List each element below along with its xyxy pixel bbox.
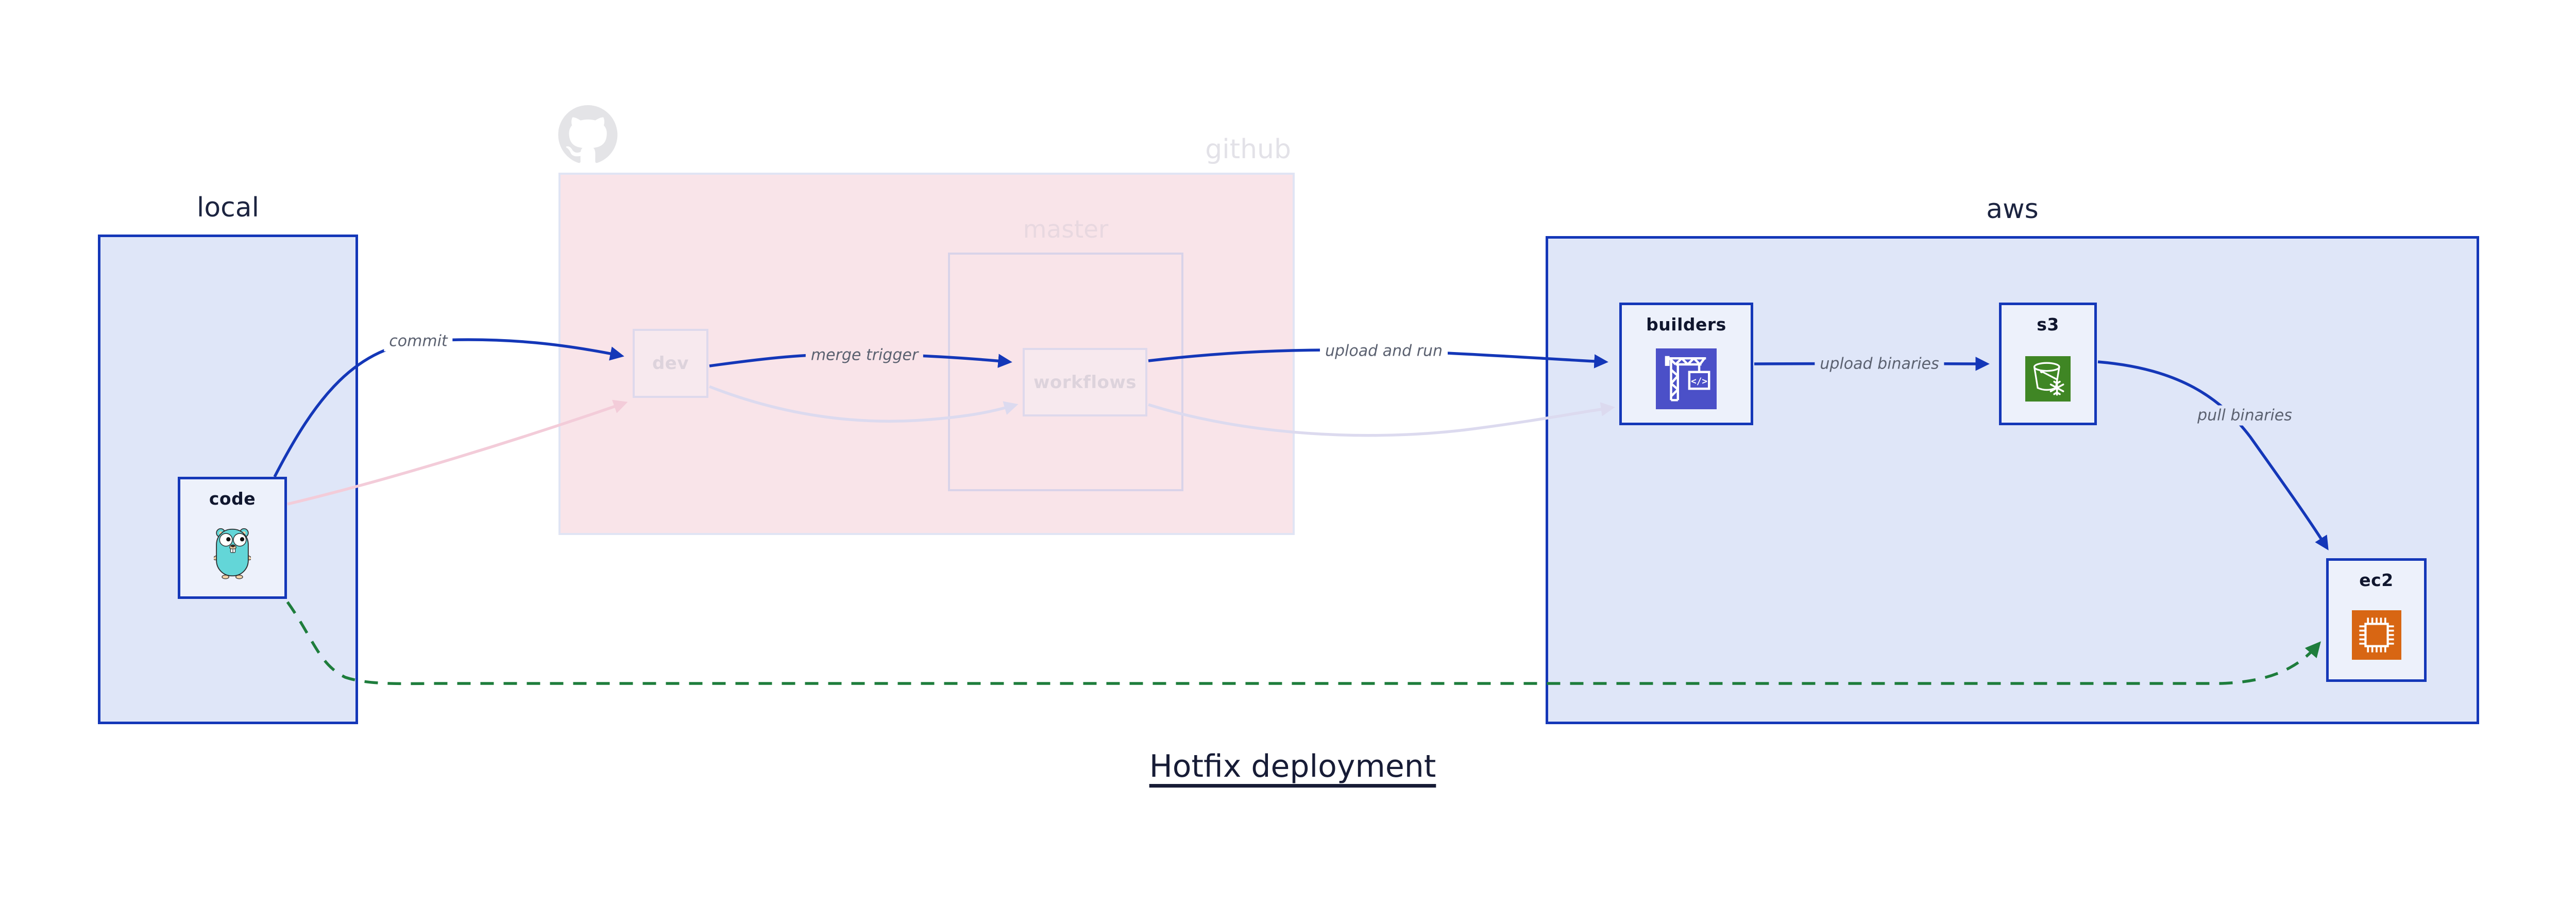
svg-text:</>: </> <box>1691 376 1707 387</box>
diagram-title: Hotfix deployment <box>1149 748 1436 784</box>
local-group-label: local <box>196 192 260 223</box>
node-code: code <box>178 477 287 599</box>
edge-label-pull-binaries: pull binaries <box>2192 405 2297 426</box>
node-workflows: workflows <box>1023 348 1147 416</box>
node-workflows-label: workflows <box>1033 372 1137 393</box>
edge-label-commit: commit <box>384 331 453 352</box>
aws-group-label: aws <box>1986 194 2039 225</box>
edge-label-merge-trigger: merge trigger <box>805 345 924 365</box>
github-group-label: github <box>1205 134 1291 165</box>
master-branch-label: master <box>1023 215 1109 244</box>
aws-s3-bucket-icon <box>2025 335 2071 423</box>
go-gopher-icon <box>214 509 251 596</box>
node-dev-label: dev <box>652 353 689 374</box>
node-builders-label: builders <box>1646 314 1726 335</box>
node-s3-label: s3 <box>2037 314 2059 335</box>
aws-codebuild-icon: </> <box>1656 335 1717 423</box>
node-code-label: code <box>209 489 256 509</box>
edge-label-upload-and-run: upload and run <box>1319 341 1448 361</box>
node-ec2: ec2 <box>2326 558 2427 682</box>
node-dev: dev <box>633 329 708 398</box>
github-octocat-icon <box>557 105 618 166</box>
node-builders: builders </> <box>1619 303 1753 425</box>
edge-label-upload-binaries: upload binaries <box>1815 354 1944 374</box>
node-s3: s3 <box>1999 303 2097 425</box>
aws-ec2-chip-icon <box>2351 590 2401 679</box>
master-branch-box <box>948 253 1183 491</box>
node-ec2-label: ec2 <box>2359 570 2394 590</box>
